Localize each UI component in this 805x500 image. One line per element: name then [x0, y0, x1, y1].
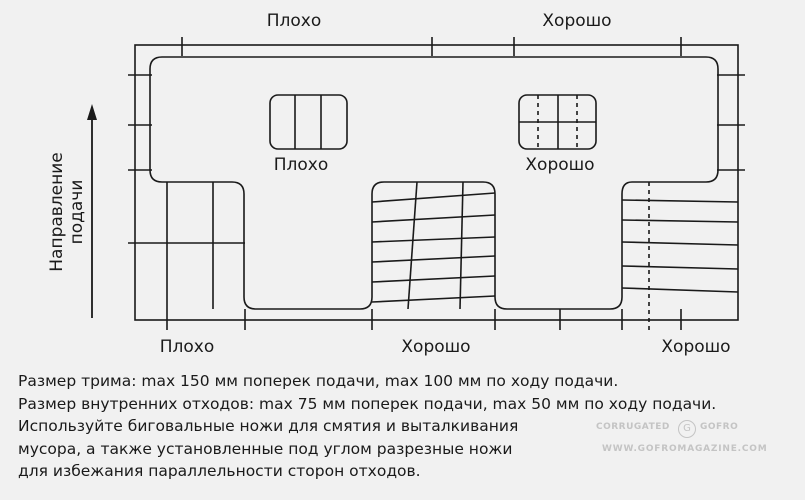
label-inner-good: Хорошо [525, 155, 594, 175]
waste-cut [621, 199, 739, 203]
waste-cut [621, 265, 739, 270]
caption-line: мусора, а также установленные под углом … [18, 439, 513, 458]
waste-cut [459, 181, 464, 310]
caption-line: Размер трима: max 150 мм поперек подачи,… [18, 372, 619, 390]
watermark-text: GOFRO [700, 422, 739, 432]
watermark: CORRUGATED G GOFRO WWW.GOFROMAGAZINE.COM [596, 420, 768, 460]
waste-cut [407, 181, 418, 310]
waste-cut [371, 255, 496, 263]
feed-direction-label-line2: подачи [67, 180, 87, 245]
product-outline [149, 56, 719, 310]
waste-cut [371, 236, 496, 243]
label-top-good: Хорошо [542, 11, 611, 31]
watermark-text: CORRUGATED [596, 422, 670, 432]
caption-line: для избежания параллельности сторон отхо… [18, 462, 421, 480]
caption-line: Размер внутренних отходов: max 75 мм поп… [18, 394, 717, 413]
caption: Размер трима: max 150 мм поперек подачи,… [18, 370, 798, 483]
sheet-outline [134, 44, 739, 321]
arrow-head-icon [87, 104, 97, 120]
feed-direction-label-line1: Направление [47, 152, 67, 272]
label-bottom-good-right: Хорошо [661, 337, 730, 357]
waste-cut [621, 287, 739, 293]
caption-line: Используйте биговальные ножи для смятия … [18, 417, 519, 435]
label-top-bad: Плохо [267, 11, 322, 31]
inner-waste-bad [269, 94, 348, 150]
trim-waste-diagram: Плохо Хорошо Плохо Хорошо Плохо Хорошо Х… [47, 11, 745, 357]
label-bottom-good-center: Хорошо [401, 337, 470, 357]
waste-cut [371, 192, 496, 203]
watermark-url: WWW.GOFROMAGAZINE.COM [602, 444, 768, 454]
label-inner-bad: Плохо [274, 155, 329, 175]
watermark-logo-icon: G [678, 420, 696, 438]
waste-cut [621, 241, 739, 246]
waste-cut [621, 219, 739, 223]
waste-cut [371, 275, 496, 283]
waste-cut [371, 295, 496, 303]
waste-cut [371, 214, 496, 223]
label-bottom-bad: Плохо [160, 337, 215, 357]
